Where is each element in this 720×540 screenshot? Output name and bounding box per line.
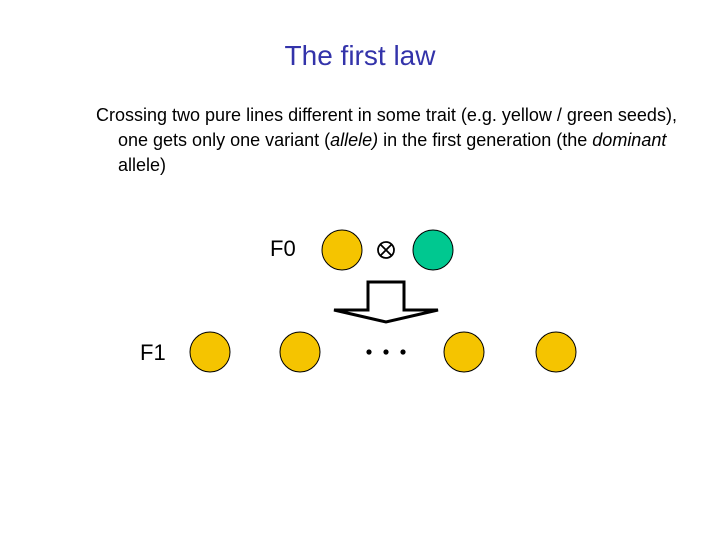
f0-yellow-seed — [321, 229, 363, 271]
text-part-2: in the first generation (the — [378, 130, 593, 150]
text-part-3: allele) — [118, 155, 167, 175]
f1-seed — [535, 331, 577, 373]
f1-seed — [189, 331, 231, 373]
description-text: Crossing two pure lines different in som… — [96, 103, 708, 178]
cross-icon — [377, 241, 395, 259]
text-part-1: Crossing two pure lines different in som… — [96, 105, 677, 150]
f1-label: F1 — [140, 340, 166, 365]
f0-green-seed — [412, 229, 454, 271]
f0-label: F0 — [270, 236, 296, 261]
down-arrow-icon — [333, 280, 439, 324]
text-dominant: dominant — [592, 130, 667, 150]
f1-seed — [279, 331, 321, 373]
slide-title: The first law — [284, 40, 436, 71]
ellipsis-icon — [366, 349, 406, 355]
f1-seed — [443, 331, 485, 373]
text-allele: allele) — [330, 130, 379, 150]
